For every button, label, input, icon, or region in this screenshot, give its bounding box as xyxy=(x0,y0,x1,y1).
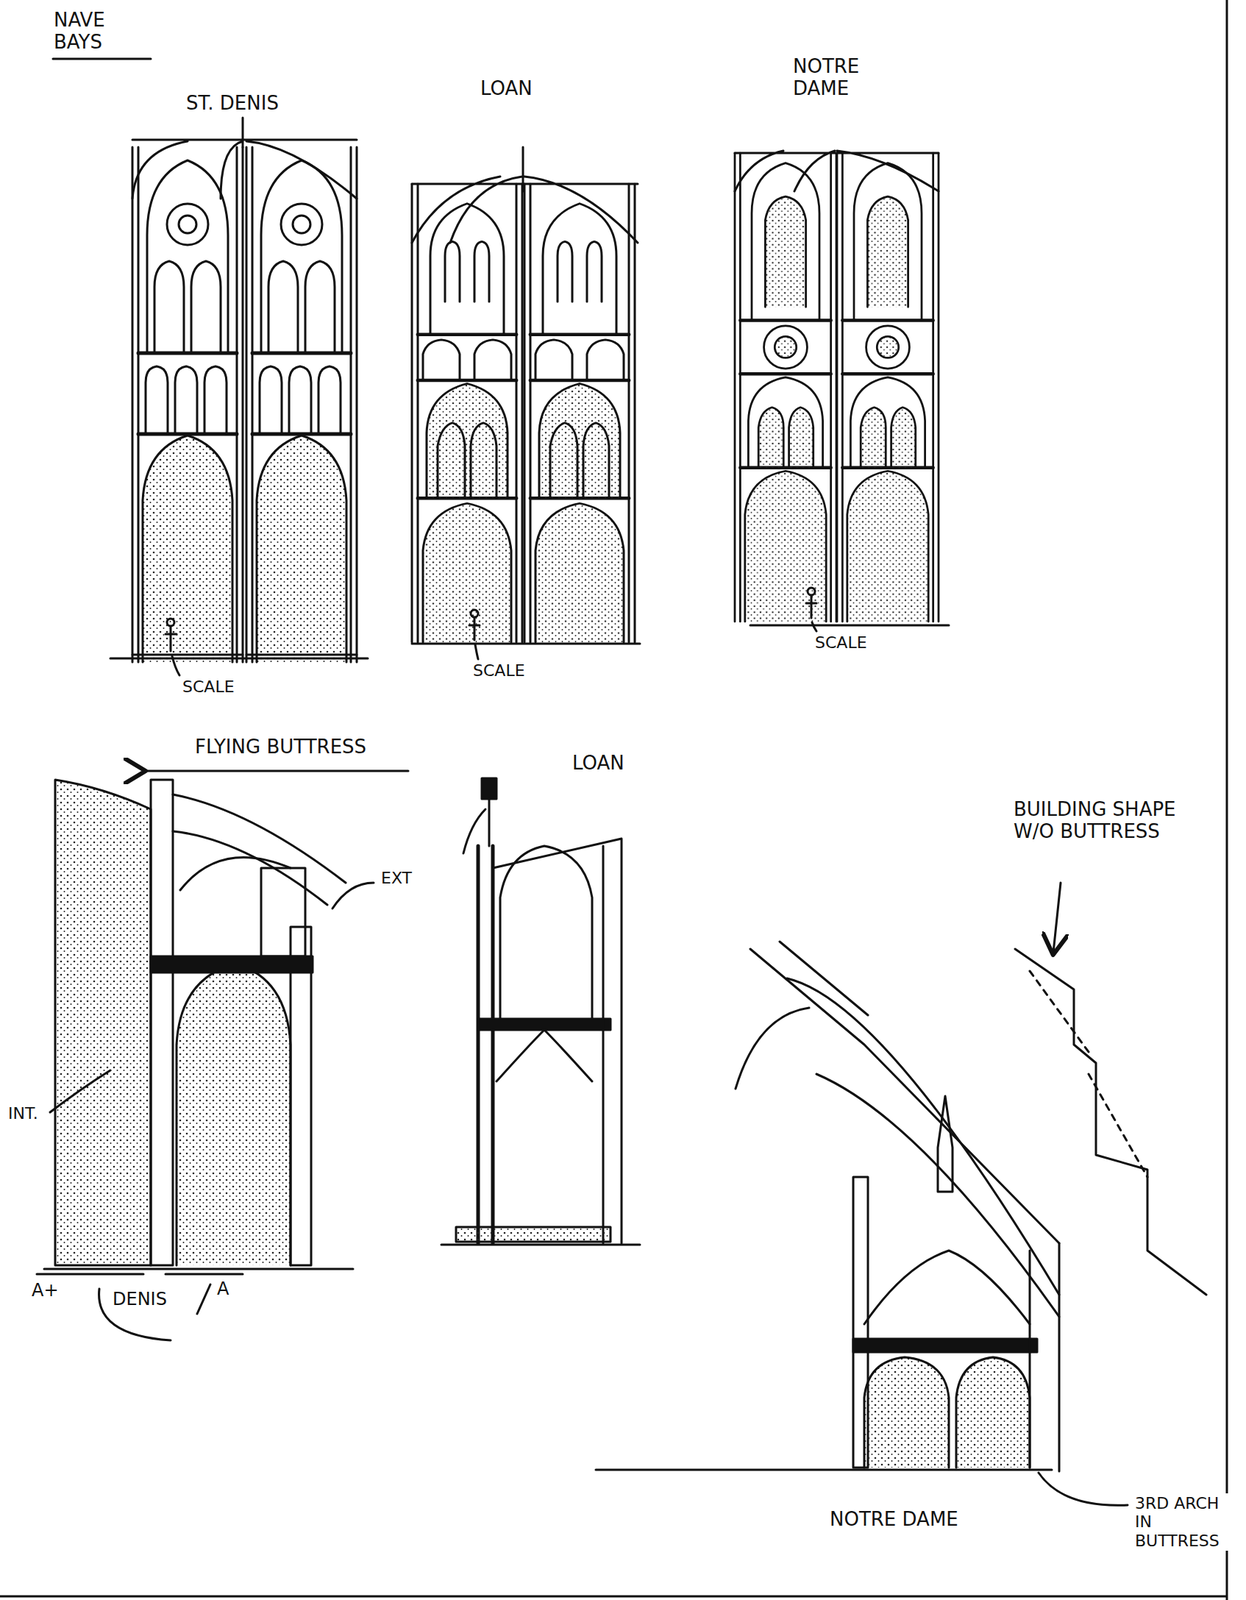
section-mark: DENIS xyxy=(110,1288,170,1311)
notre-dame-section xyxy=(595,941,1128,1505)
notre-dame-elevation xyxy=(734,150,949,632)
flying-buttress-leader xyxy=(143,770,409,773)
laon-section xyxy=(441,778,640,1245)
bay-heading: ST. DENIS xyxy=(183,91,281,116)
side-note: EXT xyxy=(378,867,415,888)
sheet-title: NAVE BAYS xyxy=(51,8,152,55)
section-heading: FLYING BUTTRESS xyxy=(192,735,369,760)
scale-note: SCALE xyxy=(470,660,528,681)
side-note: INT. xyxy=(5,1103,41,1124)
title-underline xyxy=(52,58,151,61)
section-heading: NOTRE DAME xyxy=(827,1507,961,1532)
section-heading: LOAN xyxy=(570,751,627,776)
building-outline xyxy=(1015,882,1207,1295)
scale-note: SCALE xyxy=(812,632,870,653)
bay-heading: NOTRE DAME xyxy=(790,55,899,101)
laon-elevation xyxy=(411,147,640,660)
bay-heading: LOAN xyxy=(478,77,535,101)
st-denis-elevation xyxy=(110,117,368,676)
section-mark: A+ xyxy=(29,1279,62,1302)
st-denis-section xyxy=(36,779,374,1341)
scale-note: SCALE xyxy=(180,676,237,697)
note: BUILDING SHAPE W/O BUTTRESS xyxy=(1011,798,1215,844)
section-mark: A xyxy=(214,1278,231,1301)
note: 3RD ARCH IN BUTTRESS xyxy=(1132,1493,1241,1551)
